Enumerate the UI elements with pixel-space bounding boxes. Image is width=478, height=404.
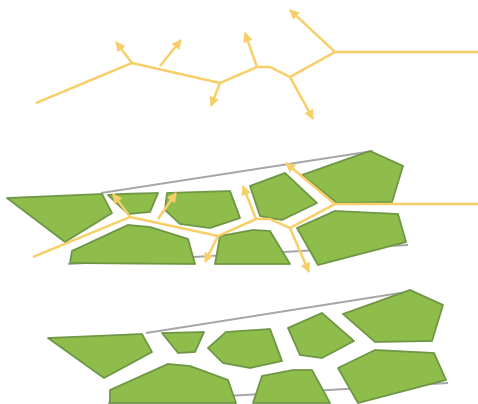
skeleton-branch — [289, 9, 336, 53]
arrow — [209, 82, 222, 107]
piece — [109, 363, 237, 404]
piece — [164, 190, 241, 229]
piece — [337, 349, 447, 404]
arrow — [156, 192, 178, 220]
piece — [47, 333, 153, 379]
arrow — [115, 41, 133, 64]
panel-separated-pieces — [47, 289, 449, 404]
baseline — [145, 290, 414, 334]
piece — [6, 193, 113, 243]
piece — [296, 210, 407, 266]
arrow — [159, 39, 182, 67]
panel-skeleton-over-pieces — [6, 150, 478, 273]
arrow — [288, 227, 311, 273]
arrow — [111, 193, 132, 218]
piece — [207, 328, 283, 369]
skeleton-branch — [285, 162, 336, 205]
skeleton-line — [35, 50, 478, 105]
arrow — [203, 235, 220, 263]
piece — [249, 172, 318, 221]
piece — [69, 224, 196, 265]
piece — [287, 312, 355, 359]
piece — [301, 150, 404, 204]
arrow — [243, 32, 259, 68]
arrow — [241, 185, 258, 220]
panel-skeleton-only — [35, 9, 478, 120]
piece — [252, 369, 331, 404]
baseline — [100, 150, 374, 194]
piece — [342, 289, 444, 343]
piece — [161, 331, 205, 354]
skeleton-line — [32, 202, 478, 259]
piece — [214, 229, 291, 265]
arrow — [288, 76, 315, 120]
